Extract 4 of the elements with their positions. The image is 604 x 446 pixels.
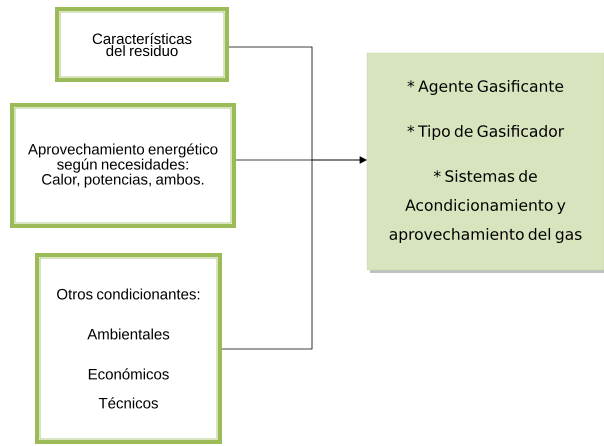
text-box: Otros condicionantes: Ambientales Económicos Técnicos xyxy=(35,253,222,444)
result-box: * Agente Gasificante * Tipo de Gasificador * Sistemas de Acondicionamiento y aprovechamiento del gas xyxy=(366,52,604,273)
text-box: Aprovechamiento energético según necesidades: Calor, potencias, ambos. xyxy=(10,102,236,228)
text-box: Características del residuo xyxy=(55,7,229,82)
